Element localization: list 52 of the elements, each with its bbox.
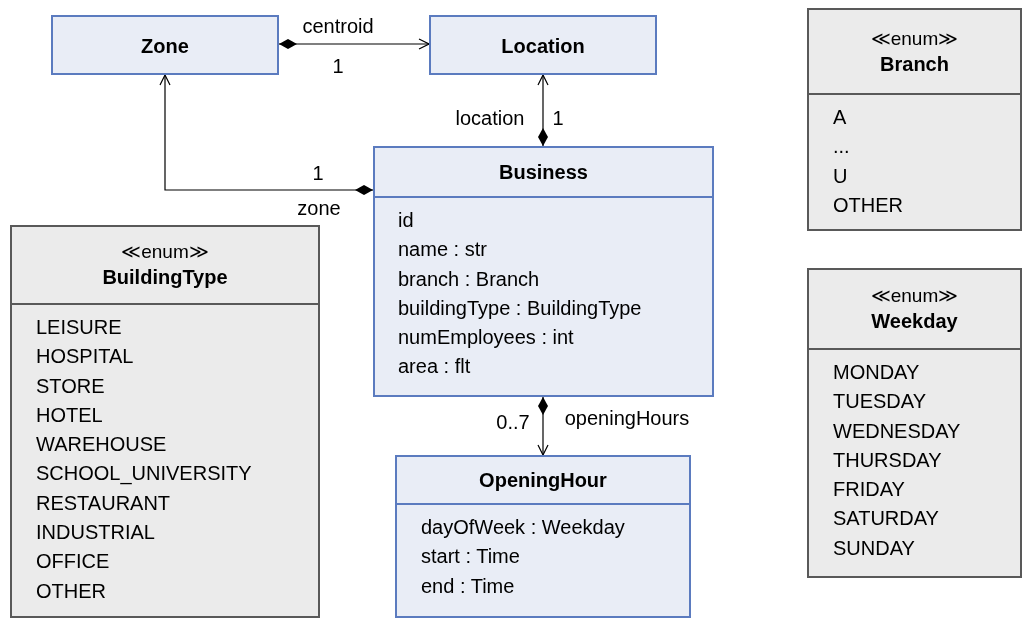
enum-value: HOSPITAL (36, 344, 134, 370)
attribute-text: area : flt (398, 354, 471, 380)
enum-value: SUNDAY (833, 535, 915, 561)
enum-value: LEISURE (36, 315, 122, 340)
enum-value: SCHOOL_UNIVERSITY (36, 461, 252, 487)
enum-value: HOTEL (36, 402, 103, 428)
enum-name: BuildingType (102, 265, 228, 290)
enum-value: U (833, 163, 848, 189)
enum-box (807, 8, 1022, 231)
attribute-text: start : Time (421, 544, 520, 570)
stereotype-label: ≪enum≫ (121, 240, 209, 264)
attribute-text: buildingType : BuildingType (398, 295, 642, 321)
class-box (51, 15, 279, 75)
enum-box (807, 268, 1022, 578)
enum-value: OTHER (833, 192, 903, 218)
class-name: Zone (141, 34, 189, 59)
attribute-text: numEmployees : int (398, 325, 574, 351)
attribute-text: id (398, 208, 414, 233)
association-arrow (159, 74, 374, 195)
enum-name: Weekday (871, 309, 958, 334)
enum-value: TUESDAY (833, 389, 926, 415)
stereotype-label: ≪enum≫ (870, 26, 959, 51)
class-box (395, 455, 691, 618)
enum-box (10, 225, 320, 618)
association-arrow (537, 396, 549, 456)
stereotype-label: ≪enum≫ (870, 284, 959, 308)
class-box (373, 146, 714, 397)
class-name: OpeningHour (479, 468, 607, 493)
attribute-text: branch : Branch (398, 266, 540, 292)
class-box (429, 15, 657, 75)
enum-value: ... (833, 134, 850, 160)
enum-value: WAREHOUSE (36, 432, 167, 458)
attribute-text: dayOfWeek : Weekday (421, 515, 625, 540)
enum-value: OFFICE (36, 549, 110, 575)
attribute-text: end : Time (421, 573, 515, 599)
role-label: openingHours (564, 407, 690, 429)
class-name: Business (499, 160, 588, 185)
enum-value: WEDNESDAY (833, 418, 961, 444)
enum-value: THURSDAY (833, 447, 942, 473)
enum-value: INDUSTRIAL (36, 520, 155, 546)
enum-value: RESTAURANT (36, 490, 171, 516)
enum-value: FRIDAY (833, 477, 905, 503)
attribute-text: name : str (398, 237, 487, 263)
enum-name: Branch (880, 51, 949, 77)
association-arrow (537, 74, 549, 147)
association-arrow (278, 38, 430, 50)
enum-value: SATURDAY (833, 506, 939, 532)
enum-value: A (833, 105, 847, 130)
enum-value: OTHER (36, 578, 106, 604)
enum-value: STORE (36, 373, 105, 399)
class-name: Location (501, 34, 585, 59)
enum-value: MONDAY (833, 360, 920, 385)
